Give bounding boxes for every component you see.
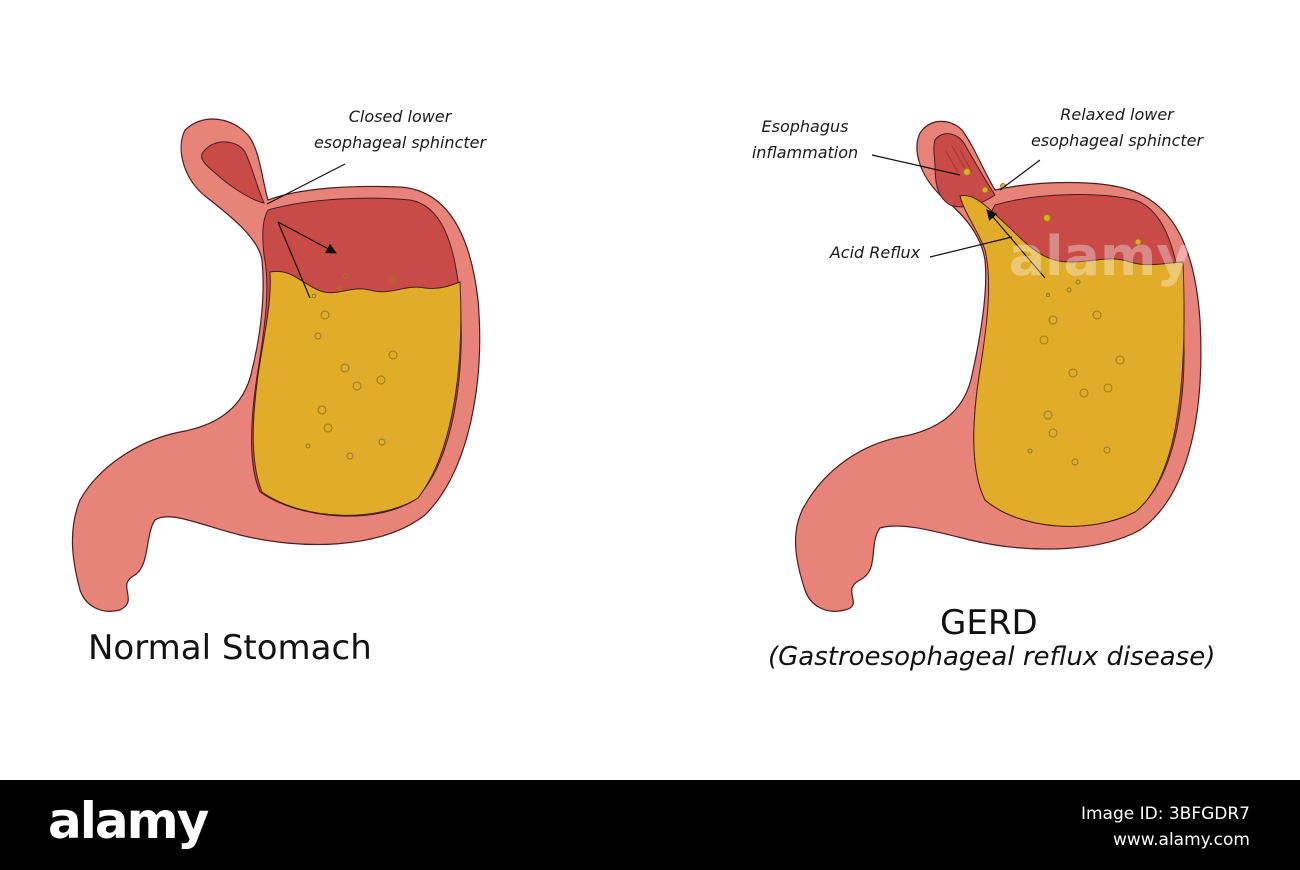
- normal-arrow-into-stomach: [277, 221, 337, 254]
- footer-image-id: Image ID: 3BFGDR7: [1080, 804, 1250, 824]
- footer-brand-logo: alamy: [48, 792, 209, 850]
- gerd-reflux-arrow: [986, 209, 1046, 279]
- normal-title: Normal Stomach: [88, 628, 372, 668]
- gerd-sphincter-leader: [999, 159, 1041, 191]
- normal-sphincter-label: Closed lower esophageal sphincter: [300, 104, 500, 156]
- gerd-inflammation-label-line2: inflammation: [751, 143, 859, 162]
- gerd-inflammation-leader: [871, 154, 961, 176]
- normal-bubbles: [305, 273, 398, 460]
- gerd-title: GERD: [940, 603, 1038, 643]
- normal-sphincter-label-line2: esophageal sphincter: [313, 133, 487, 152]
- gerd-sphincter-label-line1: Relaxed lower: [1060, 105, 1174, 124]
- gerd-sphincter-label: Relaxed lower esophageal sphincter: [1012, 102, 1222, 154]
- gerd-gastric-fluid: [959, 194, 1185, 527]
- stock-footer: alamy Image ID: 3BFGDR7 www.alamy.com: [0, 780, 1300, 870]
- gerd-subtitle: (Gastroesophageal reflux disease): [768, 642, 1216, 672]
- normal-gastric-fluid: [252, 270, 462, 516]
- gerd-bubbles: [963, 168, 1142, 466]
- normal-sphincter-leader: [266, 163, 346, 205]
- normal-esophagus-lumen: [201, 141, 265, 204]
- gerd-sphincter-label-line2: esophageal sphincter: [1030, 131, 1204, 150]
- diagram-stage: alamy Closed lower esophageal sphincter …: [71, 102, 1222, 672]
- gerd-reflux-leader: [929, 236, 1013, 258]
- footer-site-url: www.alamy.com: [1112, 830, 1250, 850]
- gerd-reflux-label: Acid Reflux: [829, 243, 921, 262]
- normal-stomach: [71, 118, 481, 612]
- gerd-inflammation-streaks: [944, 145, 973, 173]
- gerd-stomach: [795, 120, 1202, 612]
- normal-arrow-down: [277, 221, 311, 299]
- gerd-inflammation-label: Esophagus inflammation: [735, 114, 875, 166]
- diagram-svg: alamy: [71, 118, 1202, 612]
- gerd-inflammation-label-line1: Esophagus: [761, 117, 849, 136]
- watermark-text: alamy: [1009, 225, 1192, 288]
- normal-sphincter-label-line1: Closed lower: [348, 107, 452, 126]
